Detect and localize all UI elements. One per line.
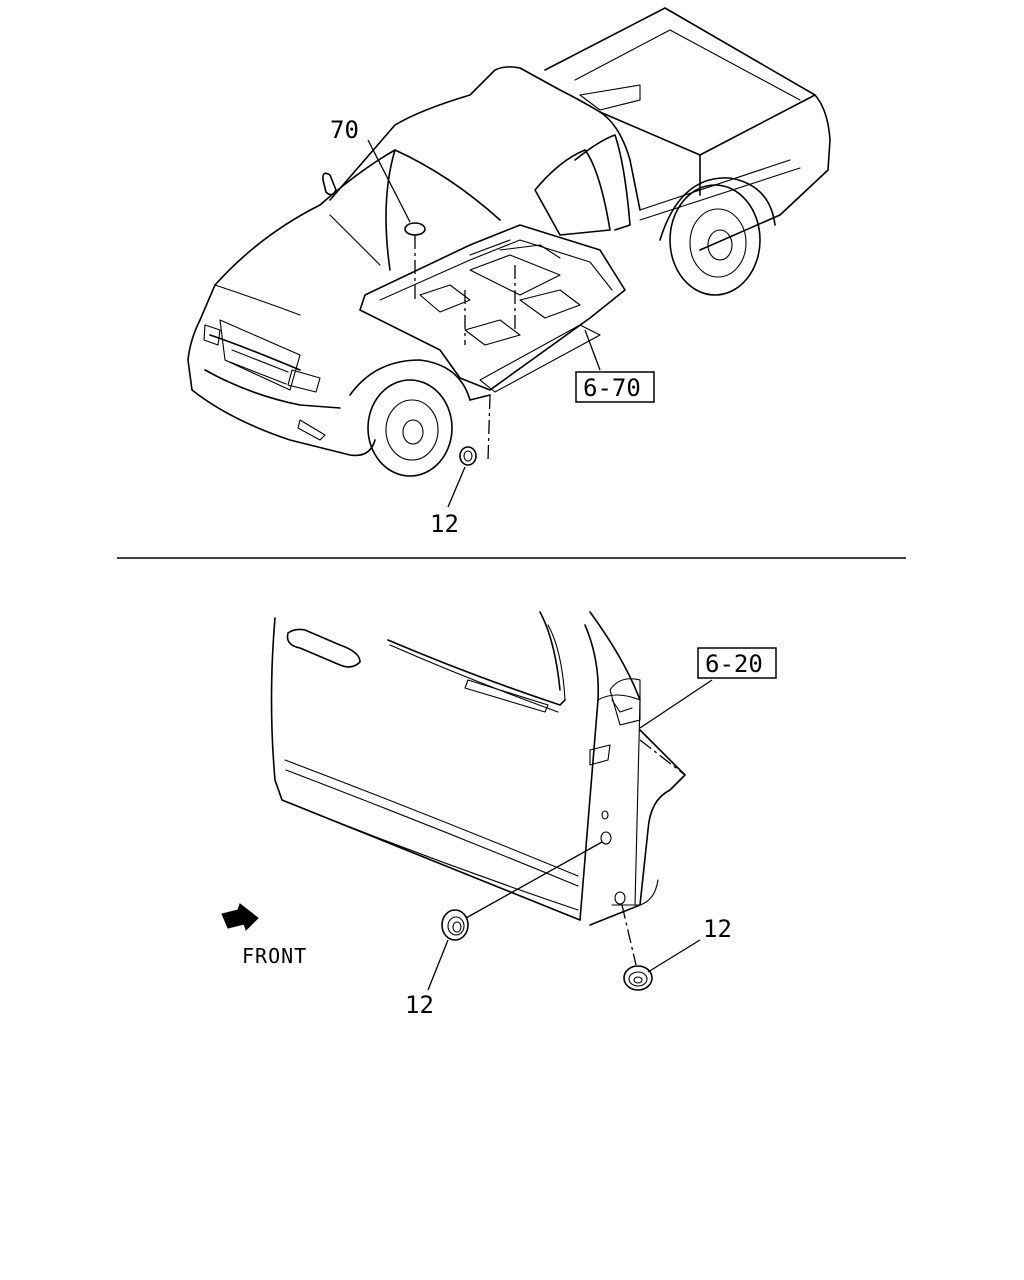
part-70-plug [404, 222, 426, 236]
front-label: FRONT [242, 944, 307, 968]
leader-6-20 [639, 679, 713, 729]
leader-12-right-to-hole [621, 904, 637, 966]
leader-12-top [447, 466, 466, 508]
pickup-truck-illustration [187, 7, 831, 477]
door-and-pillar-illustration [270, 611, 686, 926]
callout-12-bottom-left: 12 [405, 991, 434, 1019]
ref-label-6-20: 6-20 [705, 650, 763, 678]
callout-70: 70 [330, 116, 359, 144]
callout-12-bottom-right: 12 [703, 915, 732, 943]
part-12-grommet-top [459, 446, 477, 466]
callout-12-top: 12 [430, 510, 459, 538]
leader-12-right [647, 939, 701, 973]
front-arrow-icon [221, 903, 259, 931]
ref-box-6-20 [697, 647, 777, 679]
ref-box-6-70 [575, 371, 655, 403]
part-12-grommet-left [441, 909, 469, 941]
leader-12-left [427, 939, 449, 991]
leader-70 [367, 139, 411, 223]
floor-panel-assembly [359, 224, 626, 461]
leader-12-left-to-hole [465, 841, 603, 919]
part-12-grommet-right [623, 965, 653, 991]
leader-6-70 [584, 329, 601, 371]
ref-label-6-70: 6-70 [583, 374, 641, 402]
